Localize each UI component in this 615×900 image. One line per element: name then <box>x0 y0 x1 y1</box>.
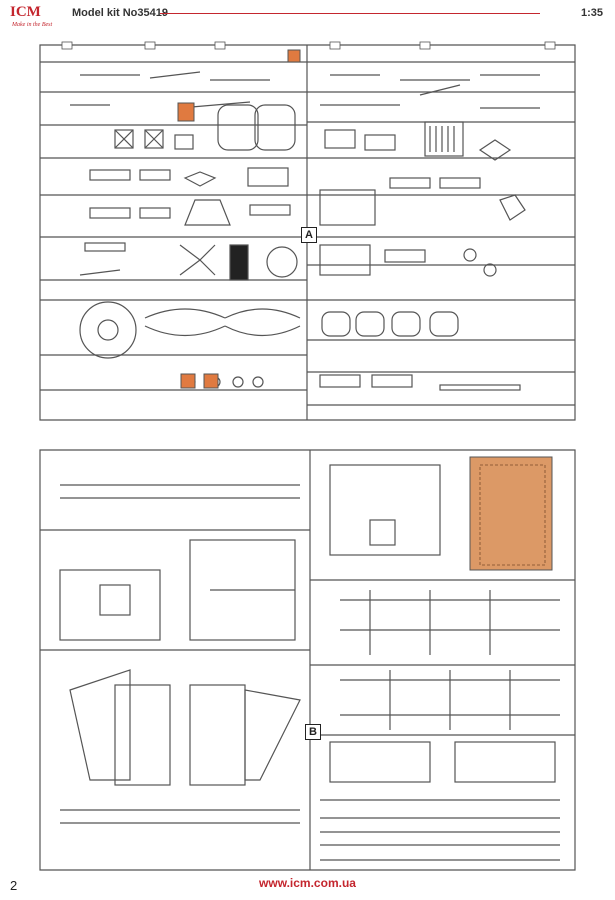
page-number: 2 <box>10 878 18 893</box>
panel-8 <box>189 684 246 786</box>
panel-9 <box>329 741 431 783</box>
header-rule <box>160 13 540 14</box>
part-23-highlight <box>177 102 195 122</box>
sprue-b-diagram <box>39 449 576 871</box>
sprue-a-diagram <box>39 41 576 421</box>
sprue-a-highlight-parts <box>177 49 301 389</box>
sprue-a-label: A <box>301 227 317 243</box>
icm-logo: ICM Make in the Best <box>10 4 62 36</box>
part-3-highlight <box>287 49 301 63</box>
sprue-b-label: B <box>305 724 321 740</box>
brand-name: ICM <box>10 4 41 20</box>
kit-title: Model kit No35419 <box>72 7 168 19</box>
sprue-a-frame <box>39 44 576 421</box>
website-link[interactable]: www.icm.com.ua <box>259 876 356 890</box>
panel-2 <box>329 464 441 556</box>
sprue-b-frame <box>39 449 576 871</box>
part-84-highlight <box>180 373 196 389</box>
part-86-highlight <box>203 373 219 389</box>
panel-3-highlight <box>469 456 553 571</box>
panel-4 <box>59 569 161 641</box>
brand-tagline: Make in the Best <box>12 22 53 28</box>
scale-label: 1:35 <box>580 7 603 19</box>
panel-10 <box>454 741 556 783</box>
page-header: ICM Make in the Best Model kit No35419 1… <box>0 0 615 30</box>
panel-7 <box>114 684 171 786</box>
